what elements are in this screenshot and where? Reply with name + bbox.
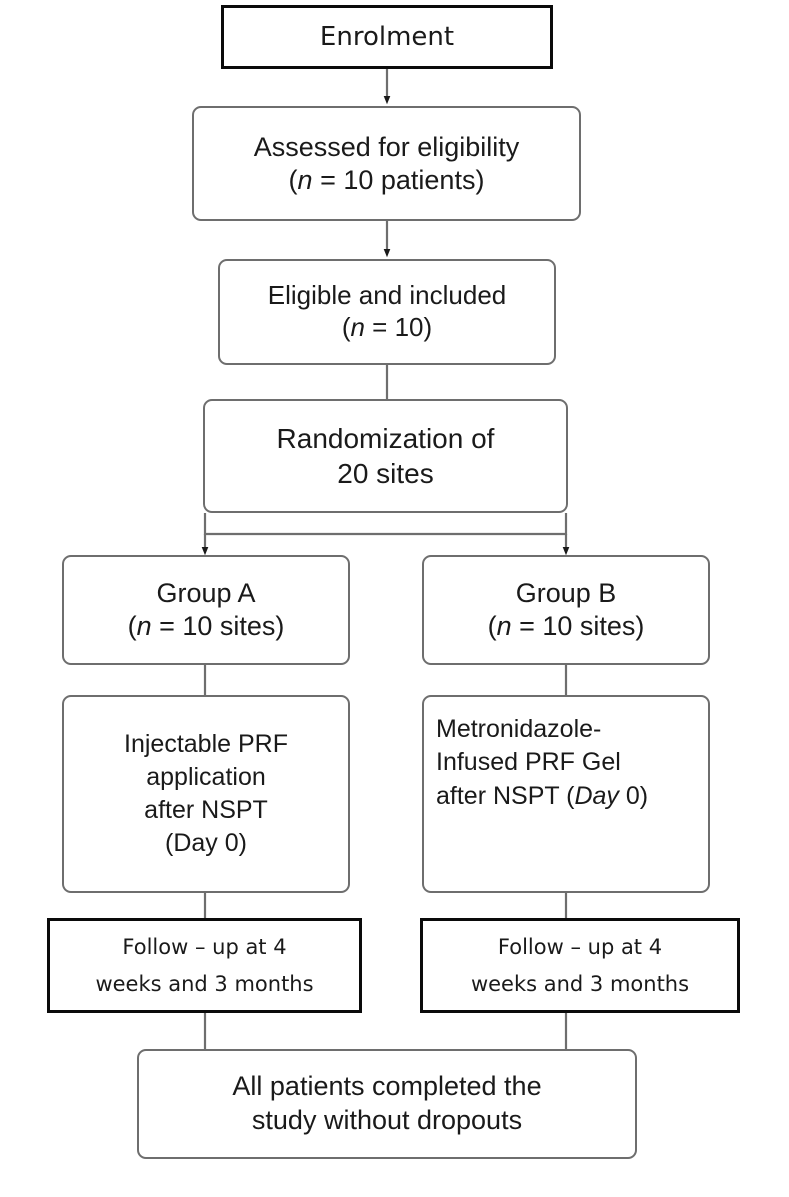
node-group-a-line2-pre: ( [127, 611, 137, 641]
node-eligible-line1: Eligible and included [267, 280, 507, 311]
node-treatment-a-line4: (Day 0) [165, 829, 247, 858]
node-assessed-line2-post: = 10 patients) [312, 164, 485, 195]
node-assessed-for-eligibility: Assessed for eligibility(n = 10 patients… [192, 106, 581, 221]
node-followup-b-line2: weeks and 3 months [470, 971, 690, 996]
node-randomization-line1: Randomization of [276, 423, 495, 454]
node-treatment-b: Metronidazole- Infused PRF Gel after NSPT … [422, 695, 710, 893]
node-randomization-line2: 20 sites [337, 458, 434, 489]
node-group-b-line2-pre: ( [487, 611, 497, 641]
node-treatment-b-line2: Infused PRF Gel [436, 748, 621, 777]
node-treatment-b-text: Metronidazole- Infused PRF Gel after NSPT … [436, 713, 708, 813]
node-group-a-line2-italic: n [136, 611, 152, 641]
node-eligible-text: Eligible and included(n = 10) [220, 280, 554, 343]
node-completion-line1: All patients completed the [232, 1071, 542, 1102]
node-assessed-line2-italic: n [297, 164, 313, 195]
node-group-a-line2-post: = 10 sites) [151, 611, 285, 641]
node-eligible-and-included: Eligible and included(n = 10) [218, 259, 556, 365]
node-group-a-line1: Group A [156, 578, 256, 609]
node-treatment-b-line3-pre: after NSPT ( [436, 781, 575, 810]
node-treatment-a-line3: after NSPT [144, 796, 268, 824]
node-group-a-text: Group A (n = 10 sites) [64, 577, 348, 643]
node-group-a: Group A (n = 10 sites) [62, 555, 350, 665]
node-group-b-line2-post: = 10 sites) [511, 611, 645, 641]
node-treatment-a-line2: application [146, 762, 266, 791]
node-completion-line2: study without dropouts [251, 1105, 523, 1135]
node-group-b-line2-italic: n [496, 611, 512, 641]
node-group-b-text: Group B (n = 10 sites) [424, 577, 708, 643]
node-randomization: Randomization of 20 sites [203, 399, 568, 513]
node-assessed-line2-pre: ( [288, 164, 298, 195]
node-group-b: Group B (n = 10 sites) [422, 555, 710, 665]
node-followup-a-line1: Follow – up at 4 [122, 934, 287, 959]
node-eligible-line2-post: = 10) [364, 312, 433, 342]
node-treatment-a-line1: Injectable PRF [124, 729, 288, 758]
node-eligible-line2-pre: ( [341, 312, 351, 342]
node-followup-b-text: Follow – up at 4 weeks and 3 months [423, 929, 737, 1003]
node-treatment-b-line1: Metronidazole- [436, 715, 602, 743]
node-followup-a-text: Follow – up at 4 weeks and 3 months [50, 929, 359, 1003]
node-assessed-text: Assessed for eligibility(n = 10 patients… [194, 131, 579, 197]
node-treatment-a: Injectable PRF application after NSPT (Day … [62, 695, 350, 893]
node-followup-a: Follow – up at 4 weeks and 3 months [47, 918, 362, 1013]
node-randomization-text: Randomization of 20 sites [205, 421, 566, 491]
node-followup-a-line2: weeks and 3 months [95, 971, 314, 996]
connector-randomization-branch-bar [203, 513, 568, 536]
node-group-b-line1: Group B [515, 578, 617, 609]
node-enrolment-label: Enrolment [319, 22, 455, 52]
node-treatment-b-line3-post: 0) [618, 781, 649, 810]
node-assessed-line1: Assessed for eligibility [253, 131, 520, 162]
node-treatment-b-line3-italic: Day [574, 781, 619, 810]
node-enrolment: Enrolment [221, 5, 553, 69]
node-eligible-line2-italic: n [350, 312, 365, 342]
node-followup-b-line1: Follow – up at 4 [497, 934, 663, 959]
node-treatment-a-text: Injectable PRF application after NSPT (Day … [64, 728, 348, 861]
node-followup-b: Follow – up at 4 weeks and 3 months [420, 918, 740, 1013]
